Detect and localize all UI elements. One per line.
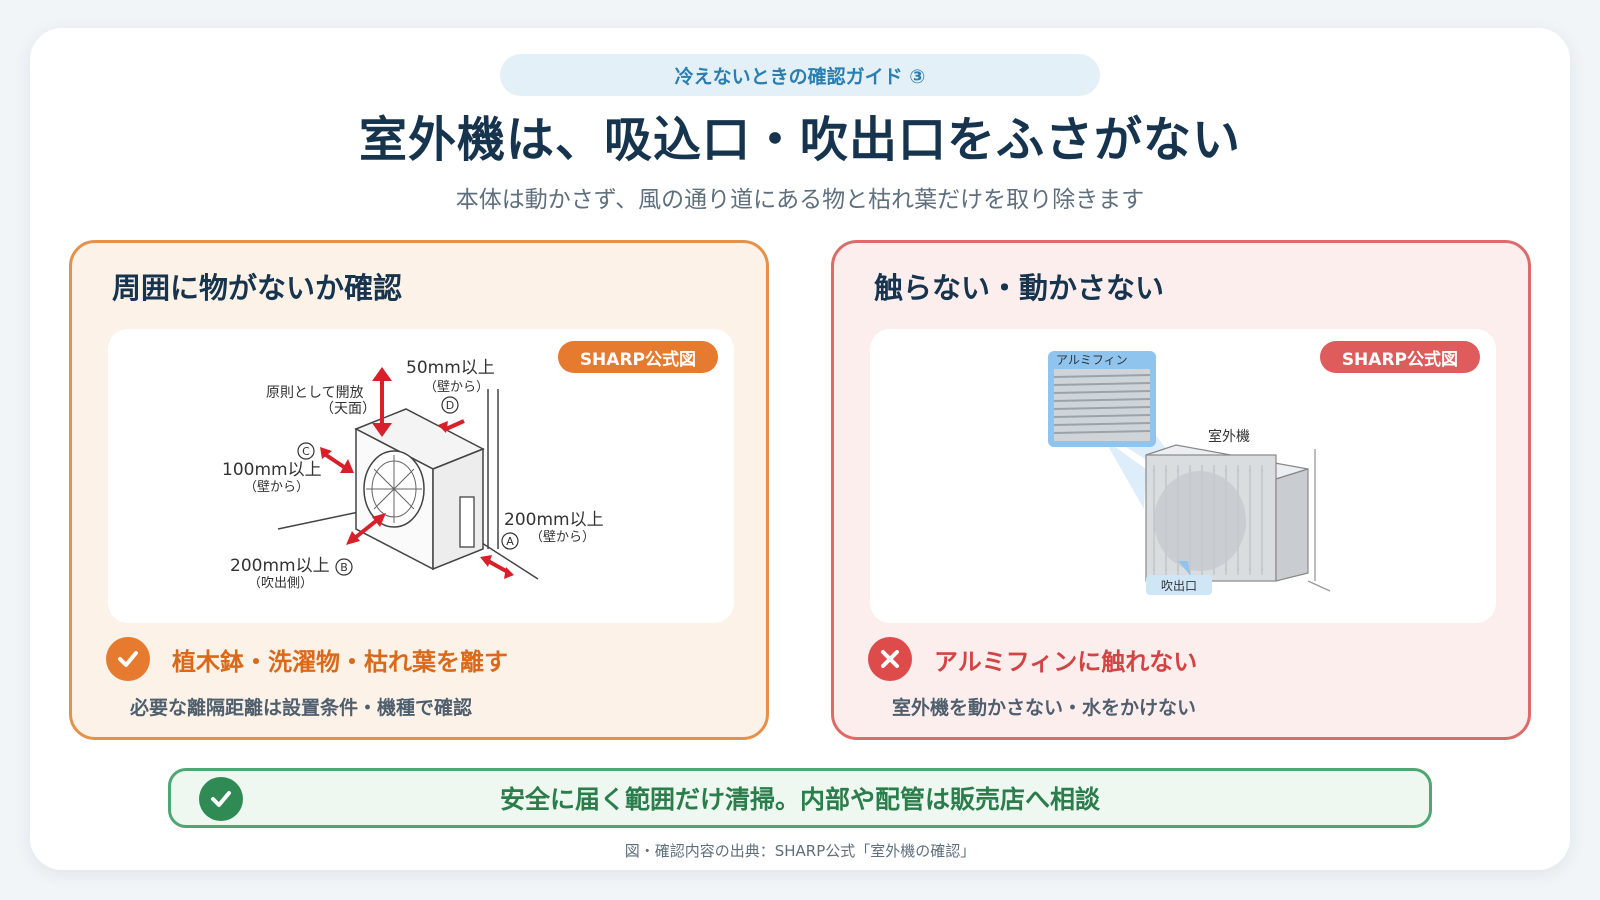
marker-b: B: [340, 561, 348, 574]
no-touch-status: アルミフィンに触れない: [868, 637, 1197, 681]
label-top-open: 原則として開放: [266, 385, 364, 401]
clearance-note: 必要な離隔距離は設置条件・機種で確認: [130, 697, 473, 719]
fin-diagram: アルミフィン 室外機 吹出口: [1048, 351, 1331, 595]
label-top-open-sub: （天面）: [320, 401, 376, 417]
clearance-panel-title: 周囲に物がないか確認: [112, 271, 403, 305]
label-outlet: 吹出口: [1161, 579, 1197, 593]
advice-text: 安全に届く範囲だけ清掃。内部や配管は販売店へ相談: [499, 785, 1100, 814]
clearance-diagram: 原則として開放 （天面） 50mm以上 （壁から） D C 100mm以上 （壁…: [222, 358, 604, 591]
page-title: 室外機は、吸込口・吹出口をふさがない: [358, 112, 1241, 168]
clearance-panel: 周囲に物がないか確認: [69, 240, 769, 740]
no-touch-panel: 触らない・動かさない アルミフィン: [831, 240, 1531, 740]
label-b-sub: （吹出側）: [248, 576, 313, 591]
check-icon: [106, 637, 150, 681]
label-c-sub: （壁から）: [244, 480, 309, 495]
marker-a: A: [506, 535, 514, 548]
no-touch-status-text: アルミフィンに触れない: [934, 647, 1198, 676]
clearance-status-text: 植木鉢・洗濯物・枯れ葉を離す: [172, 647, 508, 676]
marker-b-circle: [335, 558, 353, 576]
label-unit: 室外機: [1208, 428, 1250, 445]
sharp-badge: SHARP公式図: [1319, 341, 1480, 373]
label-d-sub: （壁から）: [424, 380, 489, 395]
label-c-value: 100mm以上: [222, 460, 322, 480]
marker-d: D: [446, 399, 454, 412]
fin-figure: アルミフィン 室外機 吹出口: [870, 329, 1496, 623]
marker-a-circle: [501, 532, 519, 550]
cross-icon: [868, 637, 912, 681]
marker-d-circle: [441, 396, 459, 414]
sharp-badge: SHARP公式図: [557, 341, 718, 373]
advice-bar: 安全に届く範囲だけ清掃。内部や配管は販売店へ相談: [168, 768, 1432, 828]
no-touch-panel-title: 触らない・動かさない: [874, 271, 1165, 305]
guide-label: 冷えないときの確認ガイド ③: [500, 54, 1100, 96]
source-note: 図・確認内容の出典：SHARP公式「室外機の確認」: [624, 842, 976, 860]
clearance-status: 植木鉢・洗濯物・枯れ葉を離す: [106, 637, 508, 681]
label-a-value: 200mm以上: [504, 510, 604, 530]
label-d-value: 50mm以上: [406, 358, 495, 378]
label-b-value: 200mm以上: [230, 556, 330, 576]
clearance-figure: 原則として開放 （天面） 50mm以上 （壁から） D C 100mm以上 （壁…: [108, 329, 734, 623]
page-subtitle: 本体は動かさず、風の通り道にある物と枯れ葉だけを取り除きます: [455, 187, 1145, 213]
check-icon: [199, 777, 243, 821]
no-touch-note: 室外機を動かさない・水をかけない: [892, 697, 1197, 719]
label-a-sub: （壁から）: [530, 530, 595, 545]
label-fin: アルミフィン: [1056, 353, 1128, 367]
marker-c-circle: [297, 442, 315, 460]
marker-c: C: [302, 445, 310, 458]
